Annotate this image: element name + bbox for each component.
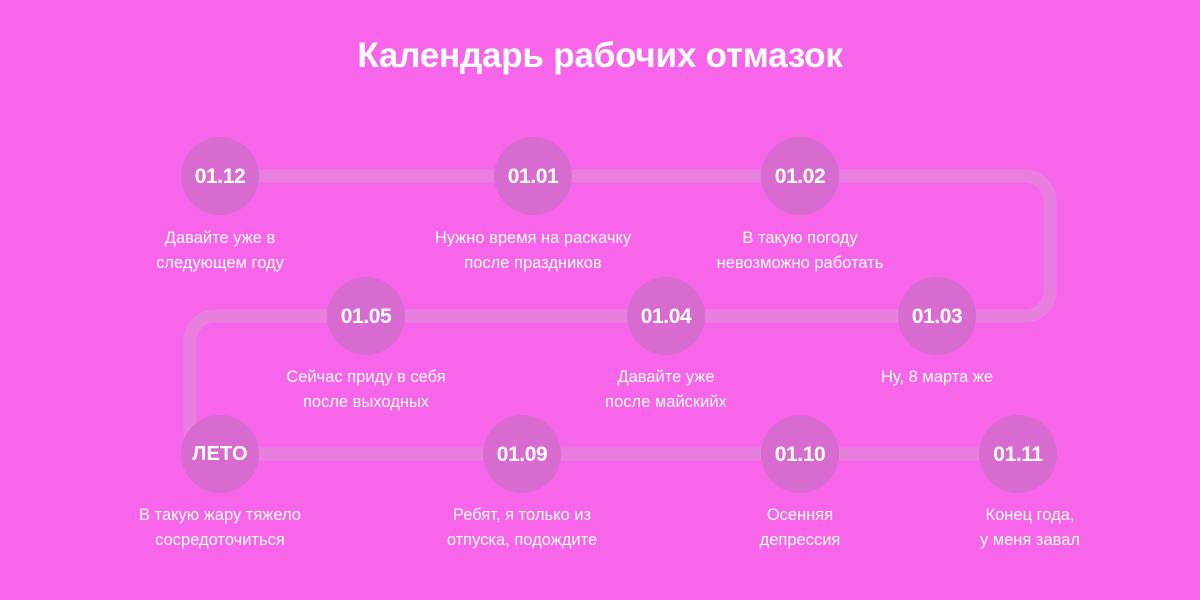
node-date-label: 01.05: [340, 304, 392, 328]
node-date-label: 01.02: [774, 164, 826, 188]
track-segment-row1: [220, 169, 1057, 323]
timeline-node[interactable]: 01.11: [979, 415, 1057, 493]
timeline-node[interactable]: 01.10: [761, 415, 839, 493]
node-date-label: 01.04: [640, 304, 692, 328]
node-date-label: 01.03: [911, 304, 963, 328]
timeline-node[interactable]: 01.04: [627, 277, 705, 355]
timeline-node[interactable]: ЛЕТО: [181, 415, 259, 493]
timeline-node[interactable]: 01.03: [898, 277, 976, 355]
node-date-label: 01.01: [507, 164, 559, 188]
node-caption: Давайте уже в следующем году: [156, 229, 284, 272]
timeline-node[interactable]: 01.05: [327, 277, 405, 355]
node-date-label: 01.09: [496, 442, 548, 466]
page-title: Календарь рабочих отмазок: [357, 36, 843, 75]
node-caption: В такую жару тяжело сосредоточиться: [139, 506, 301, 549]
node-caption: Конец года, у меня завал: [979, 506, 1081, 549]
node-caption: Ребят, я только из отпуска, подождите: [446, 506, 598, 549]
node-caption: Осенняя депрессия: [759, 506, 841, 549]
node-caption: В такую погоду невозможно работать: [716, 229, 884, 272]
node-date-label: 01.12: [194, 164, 246, 188]
node-caption: Ну, 8 марта же: [880, 368, 994, 386]
node-date-label: ЛЕТО: [192, 443, 248, 465]
node-date-label: 01.11: [993, 442, 1043, 466]
node-caption: Давайте уже после майскийх: [605, 368, 727, 411]
timeline-node[interactable]: 01.01: [494, 137, 572, 215]
node-caption: Сейчас приду в себя после выходных: [286, 368, 446, 411]
timeline-node[interactable]: 01.12: [181, 137, 259, 215]
timeline-node[interactable]: 01.02: [761, 137, 839, 215]
node-caption: Нужно время на раскачку после праздников: [434, 229, 632, 272]
node-date-label: 01.10: [774, 442, 826, 466]
timeline-node[interactable]: 01.09: [483, 415, 561, 493]
